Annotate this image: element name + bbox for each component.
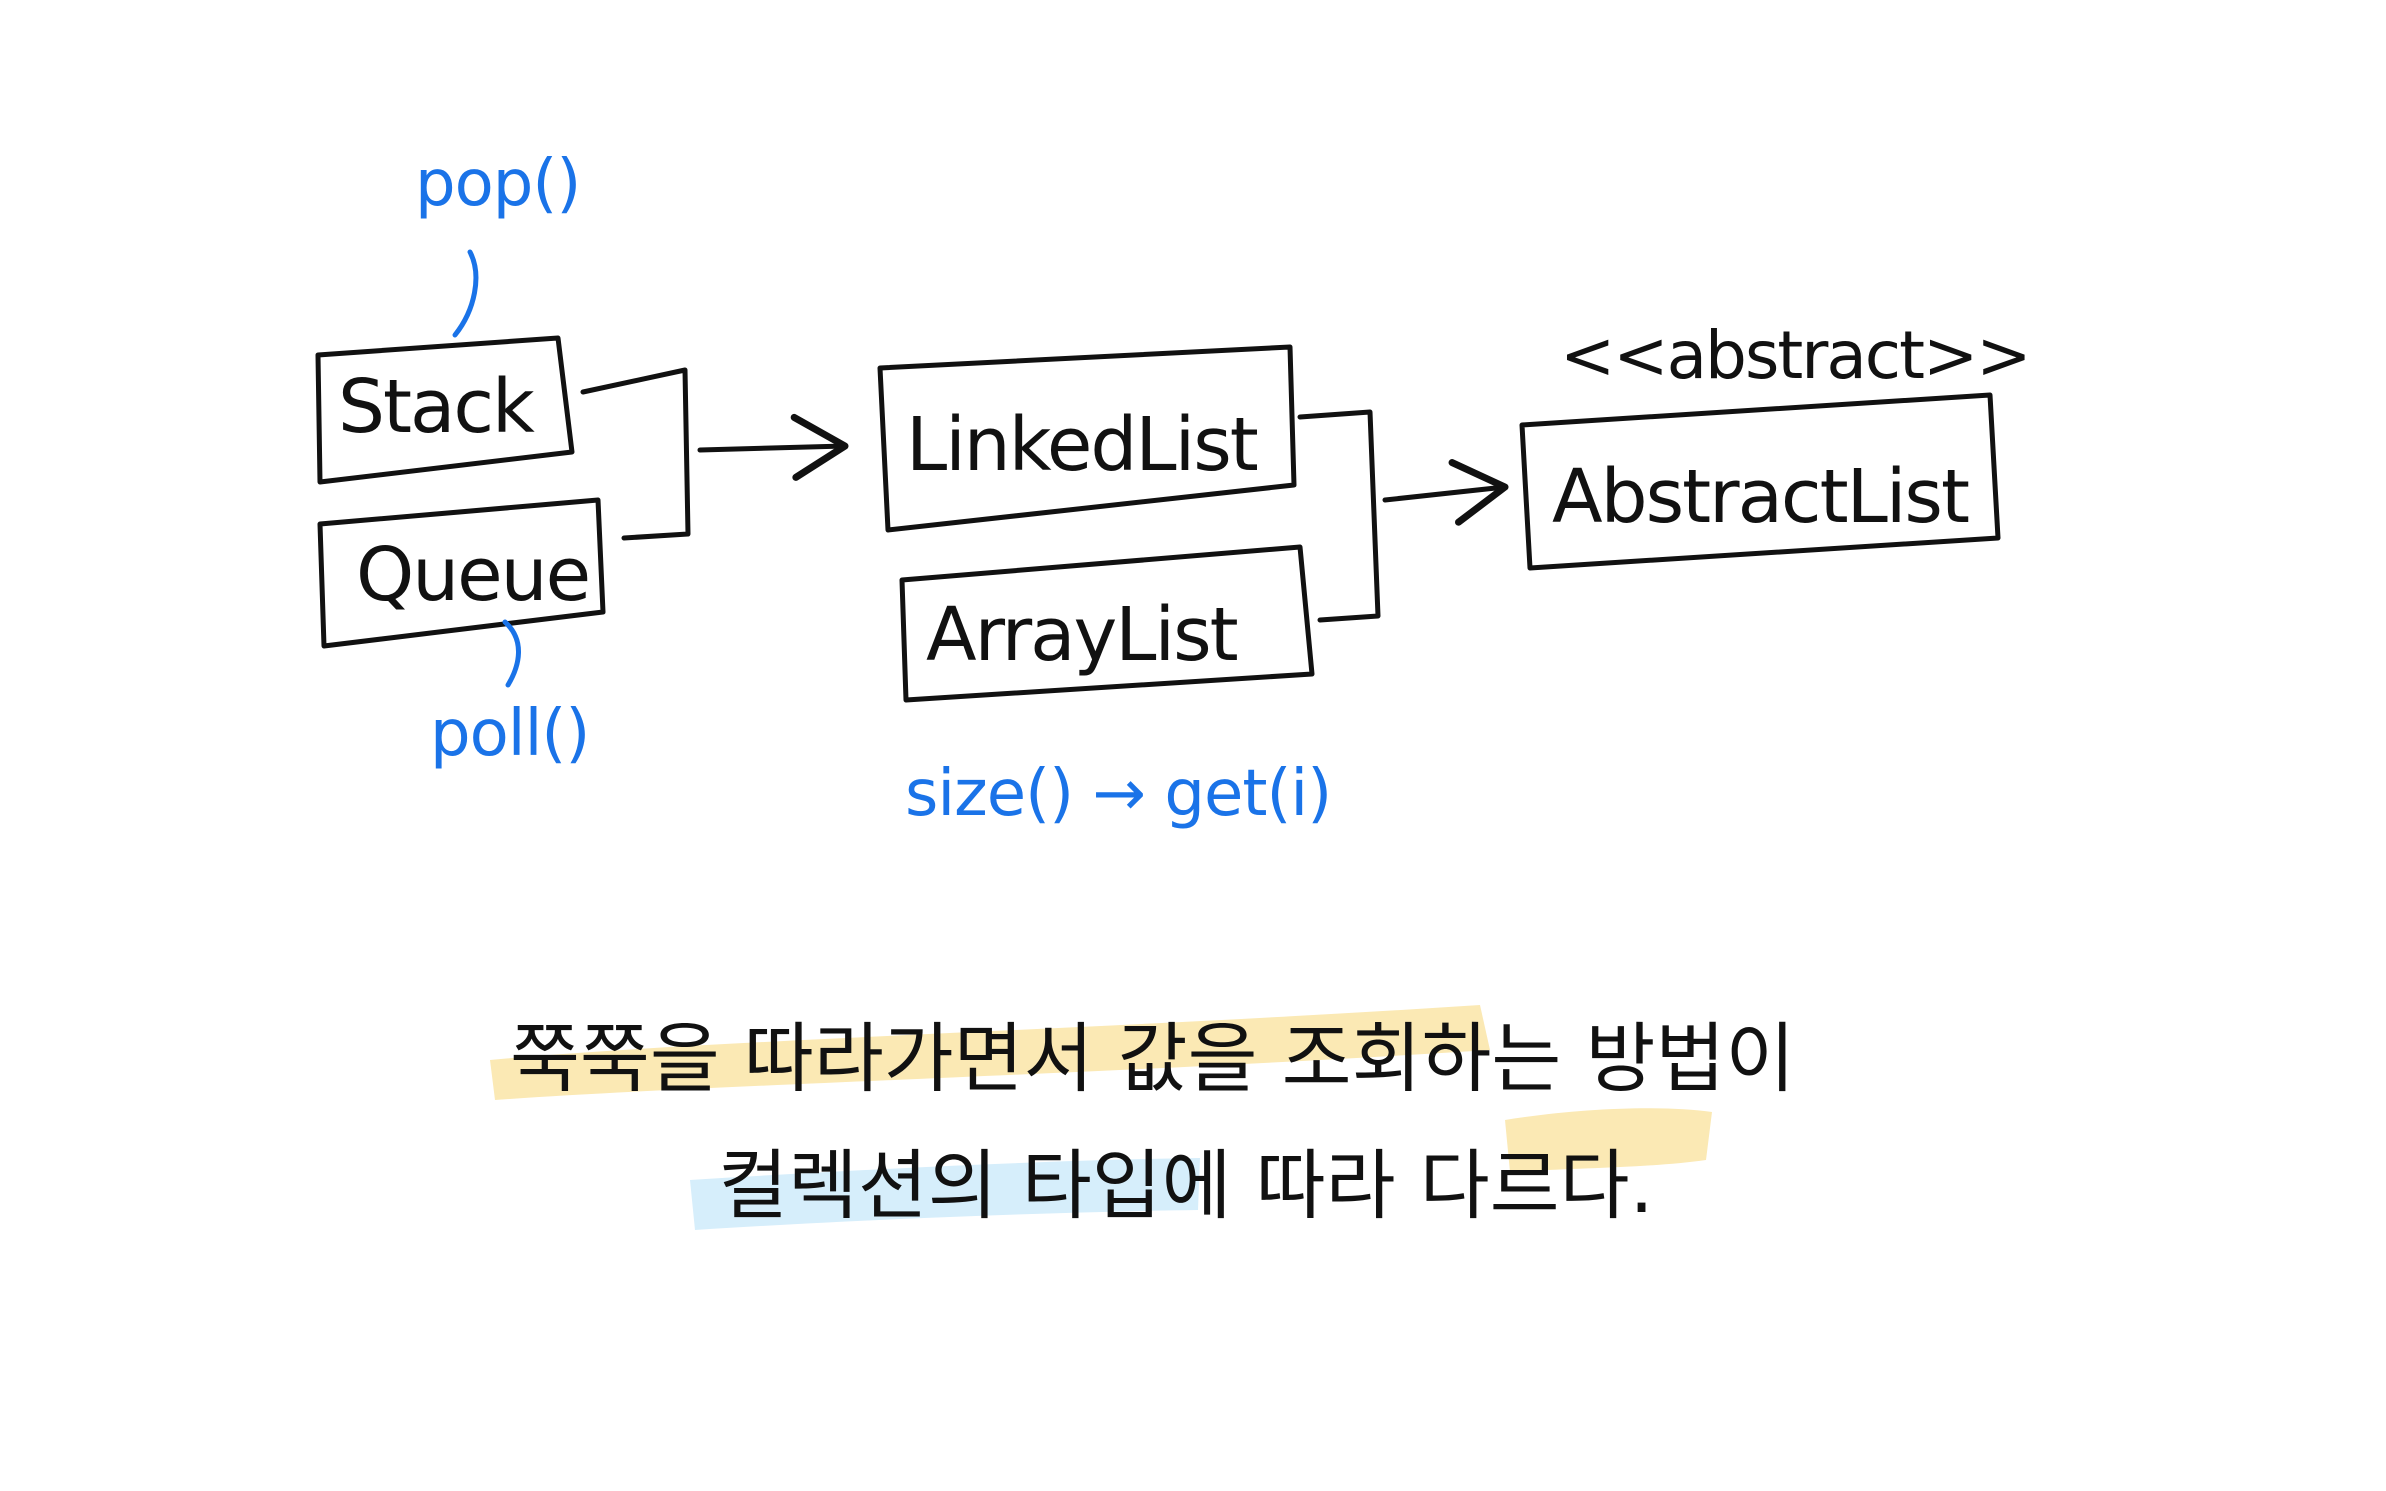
arrow-to-linked-list	[697, 413, 849, 481]
stack-queue-bracket	[580, 367, 691, 541]
stack-label: Stack	[338, 364, 535, 450]
array-list-label: ArrayList	[926, 592, 1238, 678]
note-line-2: 컬렉션의 타입에 따라 다르다.	[718, 1141, 1654, 1230]
pop-leader-line	[452, 249, 479, 338]
abstract-stereotype-label: <<abstract>>	[1560, 317, 2030, 394]
stack-box: Stack	[315, 335, 575, 485]
abstract-list-box: AbstractList	[1519, 392, 2001, 571]
arrow-to-abstract-list	[1382, 459, 1509, 526]
poll-annotation: poll()	[430, 697, 589, 771]
linked-list-label: LinkedList	[906, 402, 1258, 488]
lists-bracket	[1297, 409, 1381, 623]
array-list-box: ArrayList	[899, 544, 1315, 703]
highlight-yellow-line1	[490, 1005, 1490, 1100]
note-highlights	[490, 1005, 1712, 1230]
size-get-annotation: size() → get(i)	[905, 757, 1331, 831]
highlight-yellow-line2	[1505, 1108, 1712, 1172]
queue-box: Queue	[317, 497, 606, 649]
linked-list-box: LinkedList	[877, 344, 1297, 533]
note-line-1: 쭉쭉을 따라가면서 값을 조회하는 방법이	[510, 1014, 1795, 1103]
highlight-blue-line2	[690, 1158, 1200, 1230]
abstract-list-label: AbstractList	[1552, 454, 1969, 540]
poll-leader-line	[502, 619, 521, 688]
queue-label: Queue	[356, 532, 589, 618]
pop-annotation: pop()	[415, 147, 580, 221]
